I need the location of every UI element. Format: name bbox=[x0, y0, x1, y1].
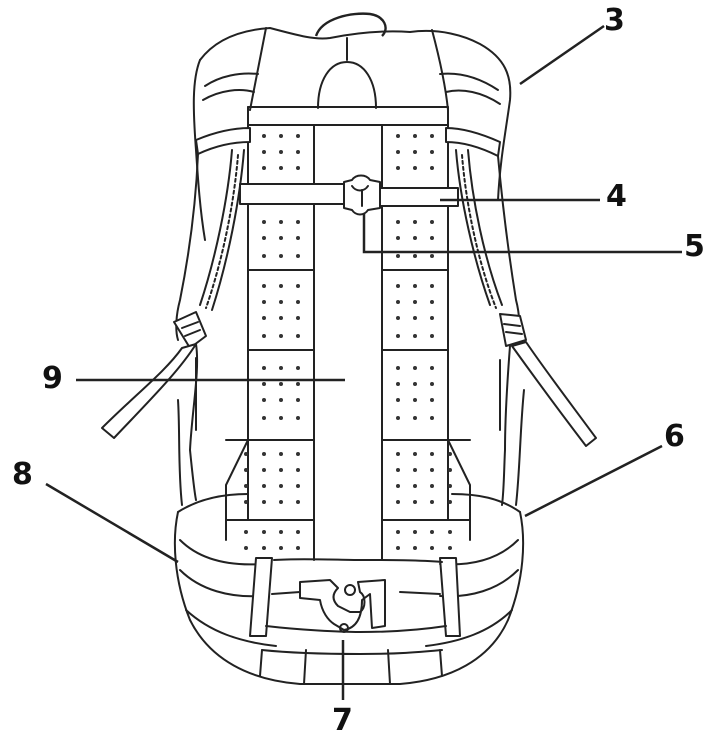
hip-belt bbox=[173, 493, 525, 685]
callout-9: 9 bbox=[42, 361, 63, 396]
shoulder-yoke bbox=[192, 27, 512, 241]
callout-7: 7 bbox=[332, 703, 353, 738]
leader-lines bbox=[45, 24, 682, 700]
callout-5: 5 bbox=[684, 229, 704, 264]
top-handle bbox=[314, 12, 387, 61]
shoulder-strap-left bbox=[101, 127, 251, 506]
callout-8: 8 bbox=[12, 457, 33, 492]
back-panel-left bbox=[225, 106, 315, 561]
leader-8 bbox=[45, 482, 179, 564]
leader-6 bbox=[524, 444, 663, 518]
callout-3: 3 bbox=[604, 3, 625, 38]
leader-5 bbox=[362, 214, 682, 254]
callout-4: 4 bbox=[606, 179, 627, 214]
top-band bbox=[247, 106, 449, 126]
ventilation-dots bbox=[244, 134, 452, 550]
sternum-strap bbox=[239, 174, 459, 216]
shoulder-strap-right bbox=[445, 127, 597, 506]
callout-6: 6 bbox=[664, 419, 685, 454]
back-panel-right bbox=[381, 106, 471, 561]
leader-3 bbox=[519, 24, 605, 86]
